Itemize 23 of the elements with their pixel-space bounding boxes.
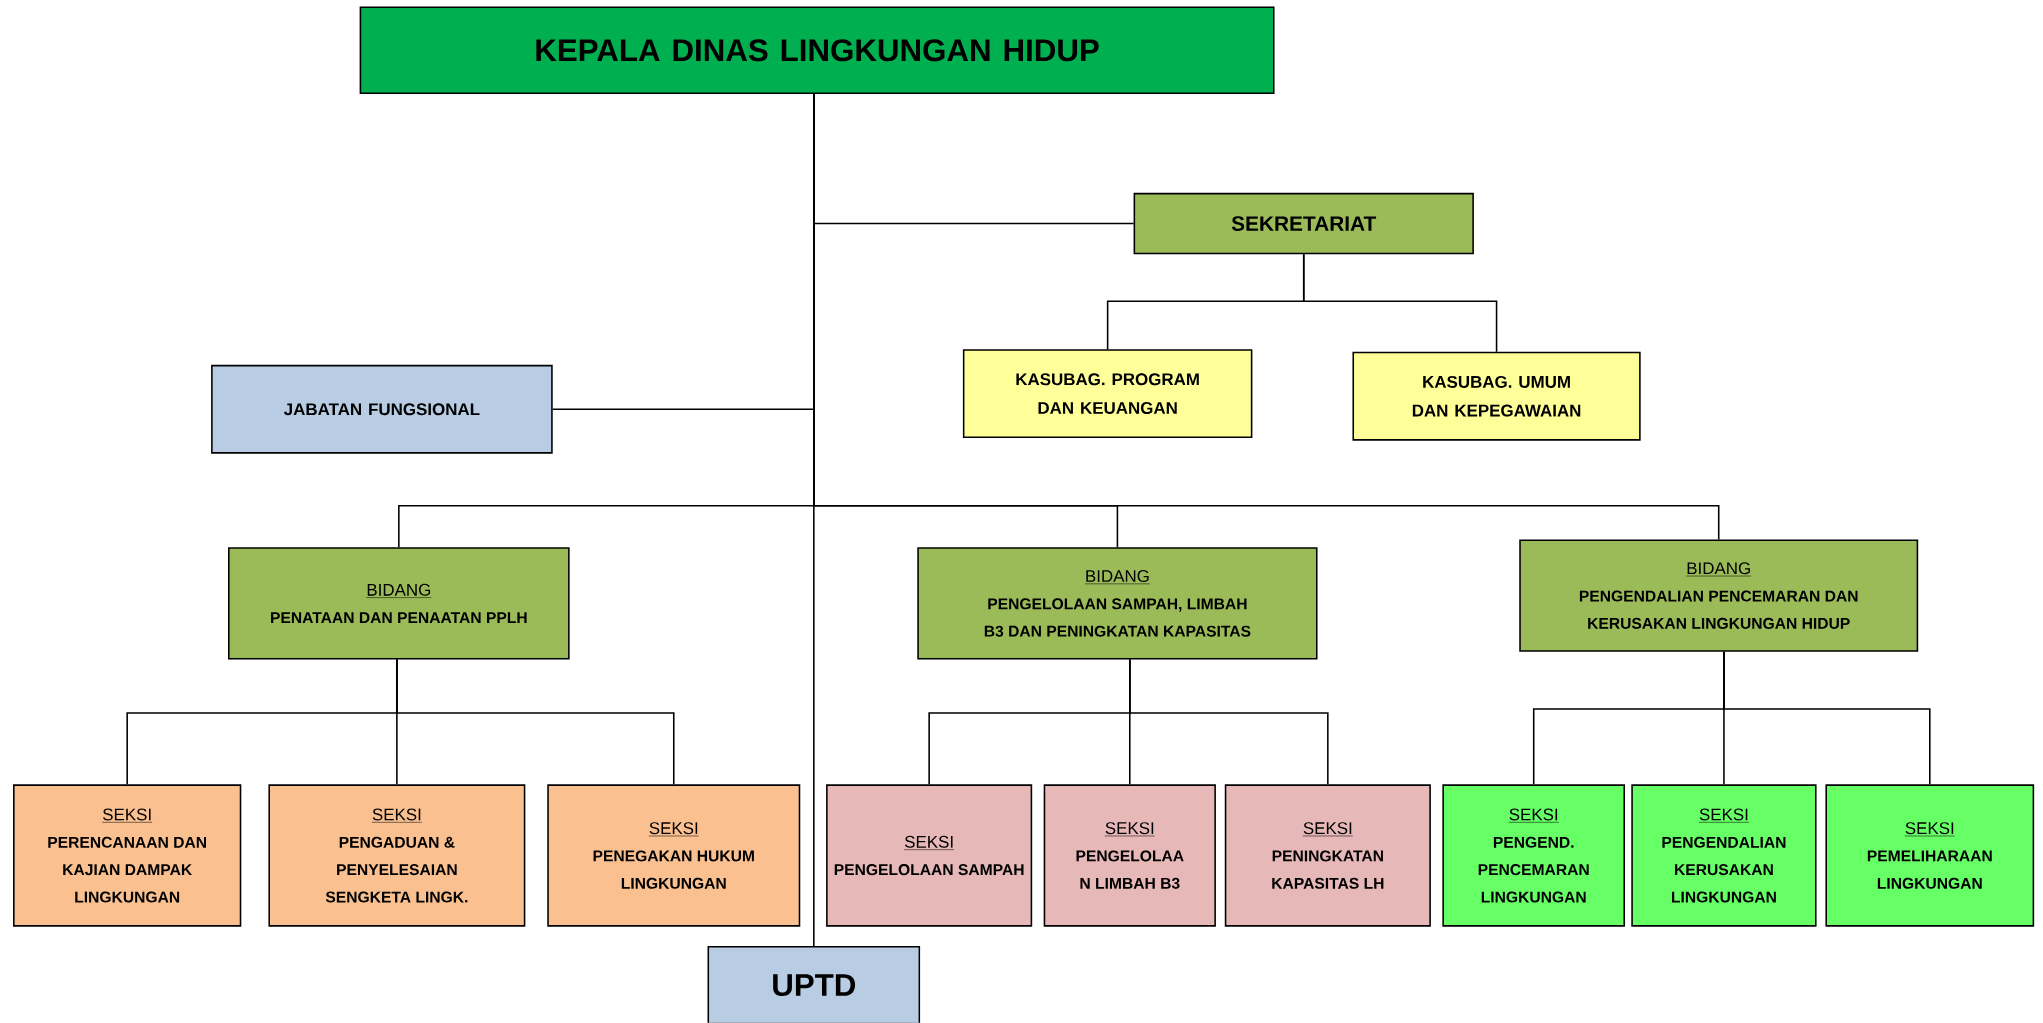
connector-line <box>396 658 675 786</box>
connector-line <box>1129 658 1329 786</box>
section-box: SEKSI PENGELOLAAN SAMPAH <box>826 784 1033 927</box>
division-box: BIDANG PENGENDALIAN PENCEMARAN DAN KERUSAKAN LINGKUNGAN HIDUP <box>1519 539 1919 652</box>
division-box: BIDANG PENATAAN DAN PENAATAN PPLH <box>228 547 570 660</box>
unit-box: JABATAN FUNGSIONAL <box>211 364 553 454</box>
section-box: SEKSI PENGENDALIAN KERUSAKAN LINGKUNGAN <box>1631 784 1817 927</box>
sub-unit-box: KASUBAG. UMUM DAN KEPEGAWAIAN <box>1352 351 1641 441</box>
section-box: SEKSI PERENCANAAN DAN KAJIAN DAMPAK LINGKUNGAN <box>13 784 242 927</box>
head-box: KEPALA DINAS LINGKUNGAN HIDUP <box>359 6 1275 95</box>
connector-line <box>813 93 815 947</box>
section-box: SEKSI PENEGAKAN HUKUM LINGKUNGAN <box>547 784 801 927</box>
unit-box: SEKRETARIAT <box>1133 192 1474 255</box>
section-box: SEKSI PENGADUAN & PENYELESAIAN SENGKETA LINGK. <box>268 784 526 927</box>
section-box: SEKSI PENGEND. PENCEMARAN LINGKUNGAN <box>1442 784 1626 927</box>
connector-line <box>1723 651 1931 786</box>
section-box: SEKSI PEMELIHARAAN LINGKUNGAN <box>1825 784 2035 927</box>
unit-box: UPTD <box>707 946 921 1023</box>
sub-unit-box: KASUBAG. PROGRAM DAN KEUANGAN <box>962 349 1253 439</box>
connector-line <box>1302 253 1498 353</box>
section-box: SEKSI PENGELOLAA N LIMBAH B3 <box>1043 784 1216 927</box>
section-box: SEKSI PENINGKATAN KAPASITAS LH <box>1224 784 1431 927</box>
division-box: BIDANG PENGELOLAAN SAMPAH, LIMBAH B3 DAN PENINGKATAN KAPASITAS <box>917 547 1318 660</box>
